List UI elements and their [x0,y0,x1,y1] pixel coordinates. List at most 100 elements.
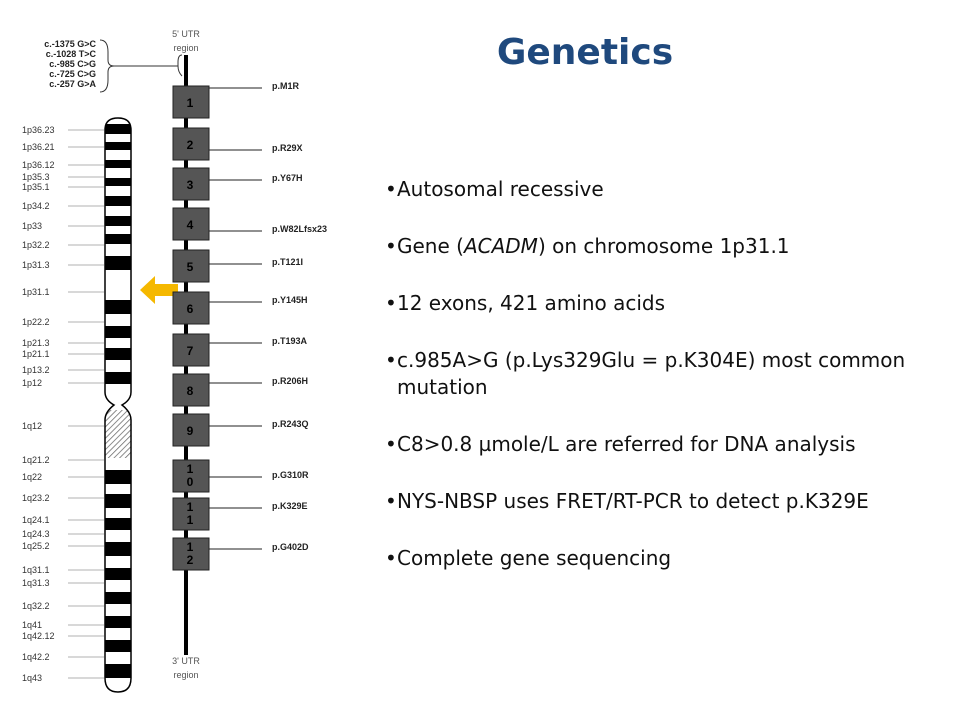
chromosome-band [105,530,131,542]
mutation-label: p.T193A [272,336,308,346]
utr5-brace-small [177,54,183,77]
utr5-variant: c.-1375 G>C [44,39,96,49]
exon-number: 9 [187,424,194,438]
exon-box: 10 [172,459,210,493]
exon-box: 5 [172,249,210,283]
exon-box: 4 [172,207,210,241]
chromosome-band [105,244,131,256]
chromosome-band [105,568,131,580]
utr5-variant: c.-257 G>A [49,79,96,89]
bullet-item-common-mutation: c.985A>G (p.Lys329Glu = p.K304E) most co… [385,347,945,401]
chromosome-band [105,592,131,604]
chromosome-1-ideogram [105,118,131,692]
band-label: 1p31.3 [22,260,50,270]
chromosome-band [105,300,131,314]
chromosome-band [105,118,131,124]
chromosome-band [105,348,131,360]
band-label: 1p36.23 [22,125,55,135]
chromosome-band [105,508,131,518]
chromosome-band [105,678,131,692]
chromosome-band [105,470,131,484]
utr5-label-line2: region [173,43,198,53]
chromosome-band [105,226,131,234]
chromosome-band [105,652,131,664]
exon-number: 4 [187,218,194,232]
slide-title: Genetics [496,32,674,73]
exon-number: 2 [187,138,194,152]
bullet-item-exons: 12 exons, 421 amino acids [385,290,945,317]
exon-box: 1 [172,85,210,119]
band-label: 1q23.2 [22,493,50,503]
band-label: 1p21.1 [22,349,50,359]
band-label: 1p33 [22,221,42,231]
mutation-label: p.W82Lfsx23 [272,224,327,234]
band-label: 1q43 [22,673,42,683]
exon-number: 7 [187,344,194,358]
utr3-label-line2: region [173,670,198,680]
exon-box: 12 [172,537,210,571]
chromosome-band [105,142,131,150]
band-label: 1q24.1 [22,515,50,525]
mutation-label: p.Y67H [272,173,303,183]
band-label: 1q42.2 [22,652,50,662]
chromosome-band [105,160,131,168]
band-label: 1q12 [22,421,42,431]
band-label: 1p32.2 [22,240,50,250]
band-label: 1q21.2 [22,455,50,465]
band-label: 1p31.1 [22,287,50,297]
band-label: 1p36.21 [22,142,55,152]
mutation-label: p.Y145H [272,295,308,305]
band-label: 1p22.2 [22,317,50,327]
chromosome-band [105,282,131,300]
chromosome-band [105,410,131,458]
chromosome-band [105,664,131,678]
chromosome-band [105,256,131,270]
exon-number: 5 [187,260,194,274]
exon-box: 3 [172,167,210,201]
chromosome-band [105,206,131,216]
bullet-item-c8-threshold: C8>0.8 µmole/L are referred for DNA anal… [385,431,945,458]
band-label: 1q31.3 [22,578,50,588]
mutation-label: p.R206H [272,376,308,386]
band-label: 1p35.1 [22,182,50,192]
band-label: 1q31.1 [22,565,50,575]
bullet-item-fret-pcr: NYS-NBSP uses FRET/RT-PCR to detect p.K3… [385,488,945,515]
chromosome-band [105,186,131,196]
chromosome-band [105,338,131,348]
band-label: 1q22 [22,472,42,482]
exon-number: 1 [187,540,194,554]
chromosome-band [105,124,131,134]
mutation-label: p.G402D [272,542,309,552]
exon-box: 2 [172,127,210,161]
utr5-variant-list: c.-1375 G>Cc.-1028 T>Cc.-985 C>Gc.-725 C… [44,39,96,89]
chromosome-band [105,168,131,178]
band-label: 1q24.3 [22,529,50,539]
band-label: 1q42.12 [22,631,55,641]
mutation-label: p.G310R [272,470,309,480]
bullet-item-sequencing: Complete gene sequencing [385,545,945,572]
chromosome-band [105,640,131,652]
utr5-variant: c.-985 C>G [49,59,96,69]
chromosome-band [105,234,131,244]
exon-number: 1 [187,500,194,514]
chromosome-band [105,134,131,142]
band-label: 1p21.3 [22,338,50,348]
band-label: 1p35.3 [22,172,50,182]
exon-box: 9 [172,413,210,447]
utr5-variant: c.-1028 T>C [46,49,97,59]
mutation-labels: p.M1Rp.R29Xp.Y67Hp.W82Lfsx23p.T121Ip.Y14… [209,81,327,552]
band-label: 1p36.12 [22,160,55,170]
exon-number: 2 [187,553,194,567]
chromosome-band [105,616,131,628]
chromosome-band [105,360,131,372]
chromosome-band [105,580,131,592]
chromosome-outline [104,117,132,693]
exon-box: 11 [172,497,210,531]
chromosome-band [105,384,131,398]
mutation-label: p.R29X [272,143,303,153]
exon-number: 8 [187,384,194,398]
chromosome-band [105,542,131,556]
band-label: 1p34.2 [22,201,50,211]
chromosome-band [105,628,131,640]
